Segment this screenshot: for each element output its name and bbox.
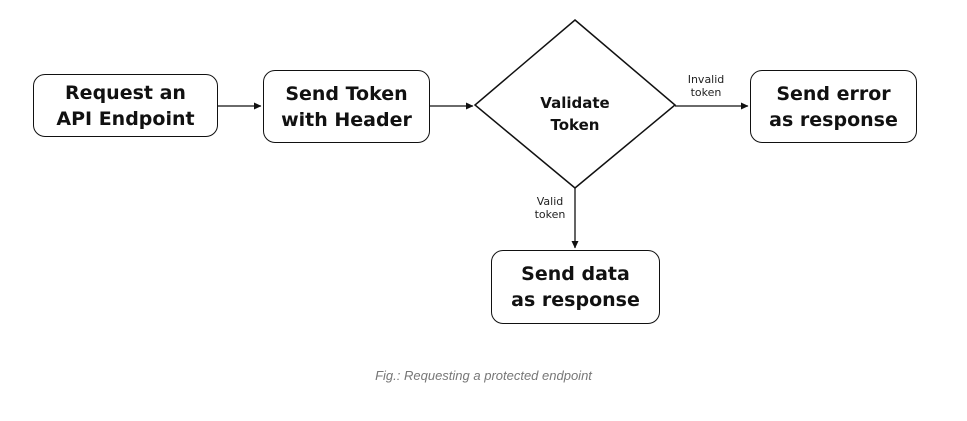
edge-label-valid-token: Valid token	[534, 195, 566, 221]
node-validate-token: Validate Token	[540, 94, 610, 134]
edge-label-invalid-token: Invalid token	[687, 73, 725, 99]
node-send-data-as-response: Send data as response	[491, 250, 660, 324]
node-send-error-as-response: Send error as response	[750, 70, 917, 143]
node-send-token-with-header: Send Token with Header	[263, 70, 430, 143]
node-request-api-endpoint: Request an API Endpoint	[33, 74, 218, 137]
figure-caption: Fig.: Requesting a protected endpoint	[375, 368, 592, 383]
